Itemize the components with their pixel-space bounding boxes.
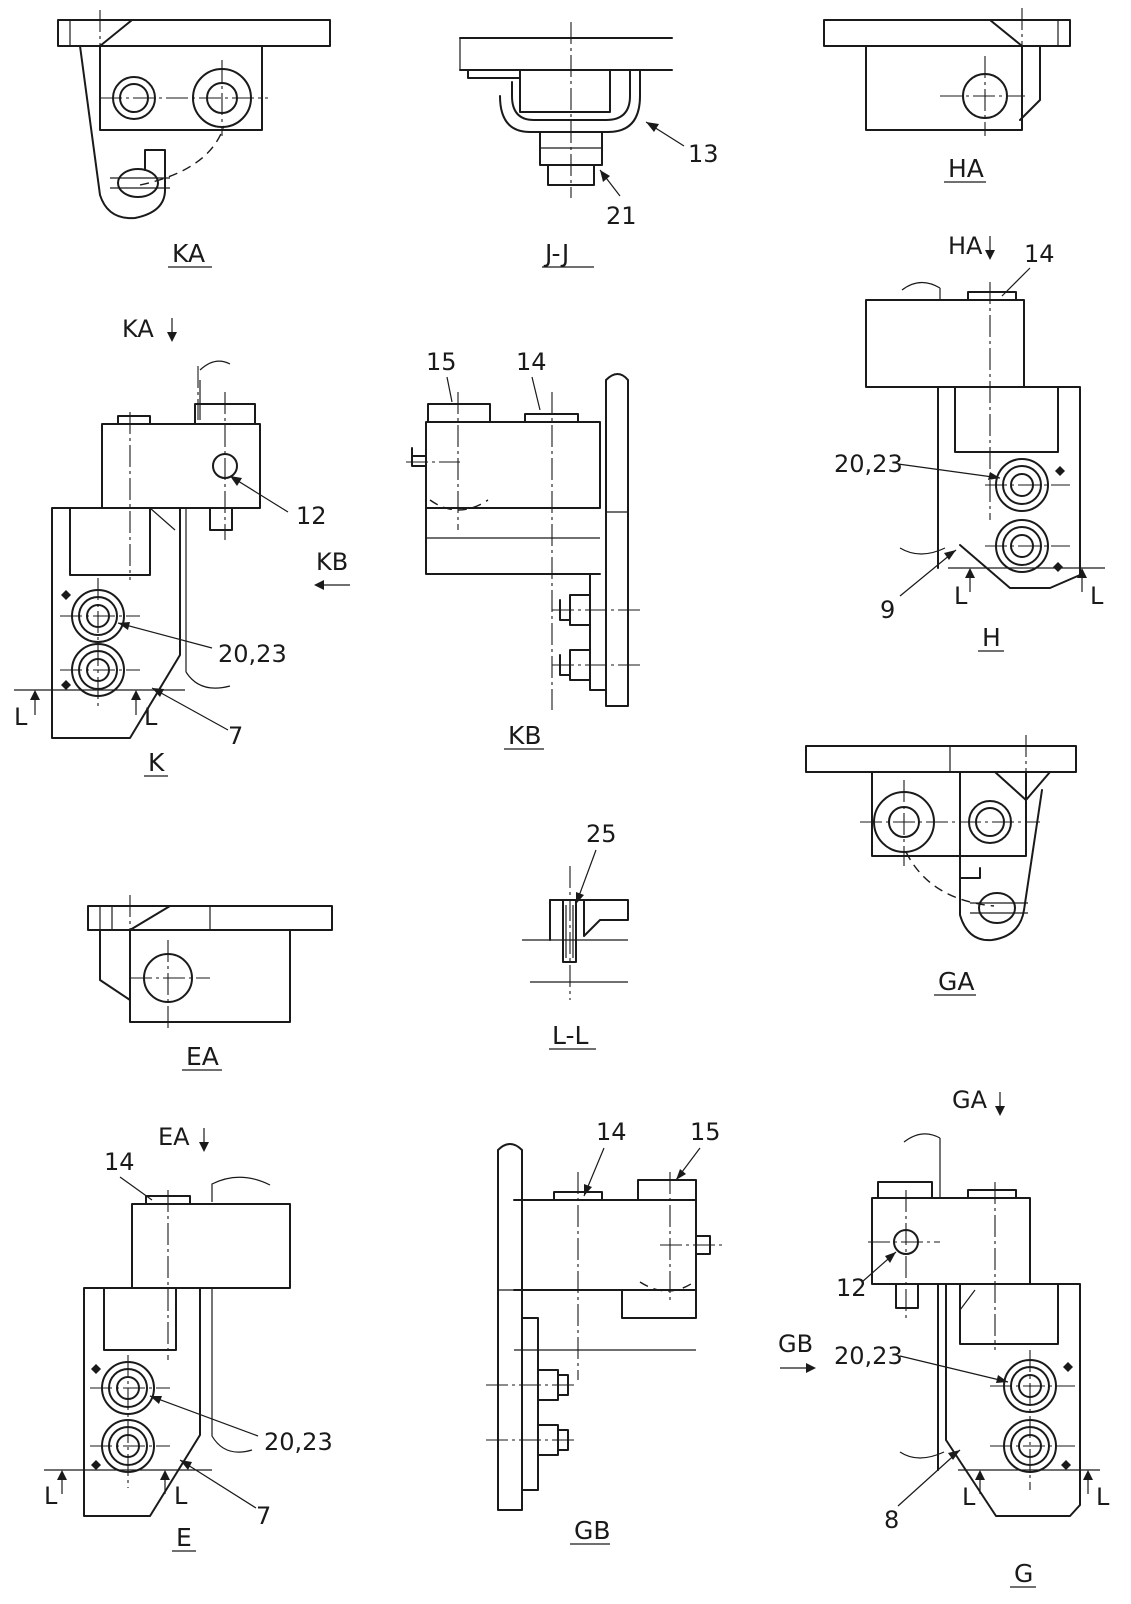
view-ga: GA — [805, 735, 1077, 996]
part-label-12-k: 12 — [296, 502, 327, 530]
view-arrow-kb: KB — [316, 548, 348, 576]
part-label-14-kb: 14 — [516, 348, 547, 376]
view-title-kb: KB — [508, 721, 542, 750]
section-mark-k-right: L — [144, 703, 158, 731]
section-mark-g-right: L — [1096, 1483, 1110, 1511]
view-ha: HA — [823, 8, 1071, 183]
part-label-20-23-g: 20,23 — [834, 1342, 903, 1370]
view-g: GA 12 GB 20,23 — [778, 1086, 1110, 1588]
view-h: HA 14 20,23 9 L L H — [834, 232, 1105, 652]
part-label-21: 21 — [606, 202, 637, 230]
view-e: EA 14 20,23 7 L L E — [44, 1123, 333, 1552]
view-gb: 14 15 GB — [486, 1118, 724, 1545]
section-mark-h-right: L — [1090, 582, 1104, 610]
view-title-e: E — [176, 1523, 192, 1552]
part-label-13: 13 — [688, 140, 719, 168]
view-ll: 25 L-L — [522, 820, 629, 1050]
view-title-ka: KA — [172, 239, 205, 268]
part-label-8-g: 8 — [884, 1506, 899, 1534]
part-label-15-kb: 15 — [426, 348, 457, 376]
part-label-14-gb: 14 — [596, 1118, 627, 1146]
section-mark-k-left: L — [14, 703, 28, 731]
view-title-gb: GB — [574, 1516, 611, 1545]
view-title-jj: J-J — [543, 239, 569, 268]
view-title-ea: EA — [186, 1042, 219, 1071]
view-title-k: K — [148, 748, 165, 777]
part-label-20-23-k: 20,23 — [218, 640, 287, 668]
part-label-14-h: 14 — [1024, 240, 1055, 268]
part-label-7-e: 7 — [256, 1502, 271, 1530]
view-arrow-ha: HA — [948, 232, 983, 260]
part-label-12-g: 12 — [836, 1274, 867, 1302]
part-label-7-k: 7 — [228, 722, 243, 750]
view-arrow-ga: GA — [952, 1086, 988, 1114]
view-title-ha: HA — [948, 154, 984, 183]
view-title-ga: GA — [938, 967, 974, 996]
section-mark-h-left: L — [954, 582, 968, 610]
part-label-20-23-e: 20,23 — [264, 1428, 333, 1456]
section-mark-e-right: L — [174, 1482, 188, 1510]
view-kb: 15 14 KB — [406, 348, 640, 750]
view-title-ll: L-L — [552, 1021, 589, 1050]
part-label-15-gb: 15 — [690, 1118, 721, 1146]
view-k: KA 20,23 12 KB — [14, 315, 350, 777]
view-ka: KA — [57, 10, 331, 268]
view-jj: 13 21 J-J — [459, 22, 719, 268]
part-label-20-23-h: 20,23 — [834, 450, 903, 478]
part-label-25: 25 — [586, 820, 617, 848]
view-title-g: G — [1014, 1559, 1033, 1588]
section-mark-e-left: L — [44, 1482, 58, 1510]
view-arrow-ka: KA — [122, 315, 154, 343]
view-arrow-gb: GB — [778, 1330, 813, 1358]
part-label-9-h: 9 — [880, 596, 895, 624]
view-arrow-ea: EA — [158, 1123, 190, 1151]
view-title-h: H — [982, 623, 1001, 652]
section-mark-g-left: L — [962, 1483, 976, 1511]
part-label-14-e: 14 — [104, 1148, 135, 1176]
view-ea: EA — [87, 895, 333, 1071]
